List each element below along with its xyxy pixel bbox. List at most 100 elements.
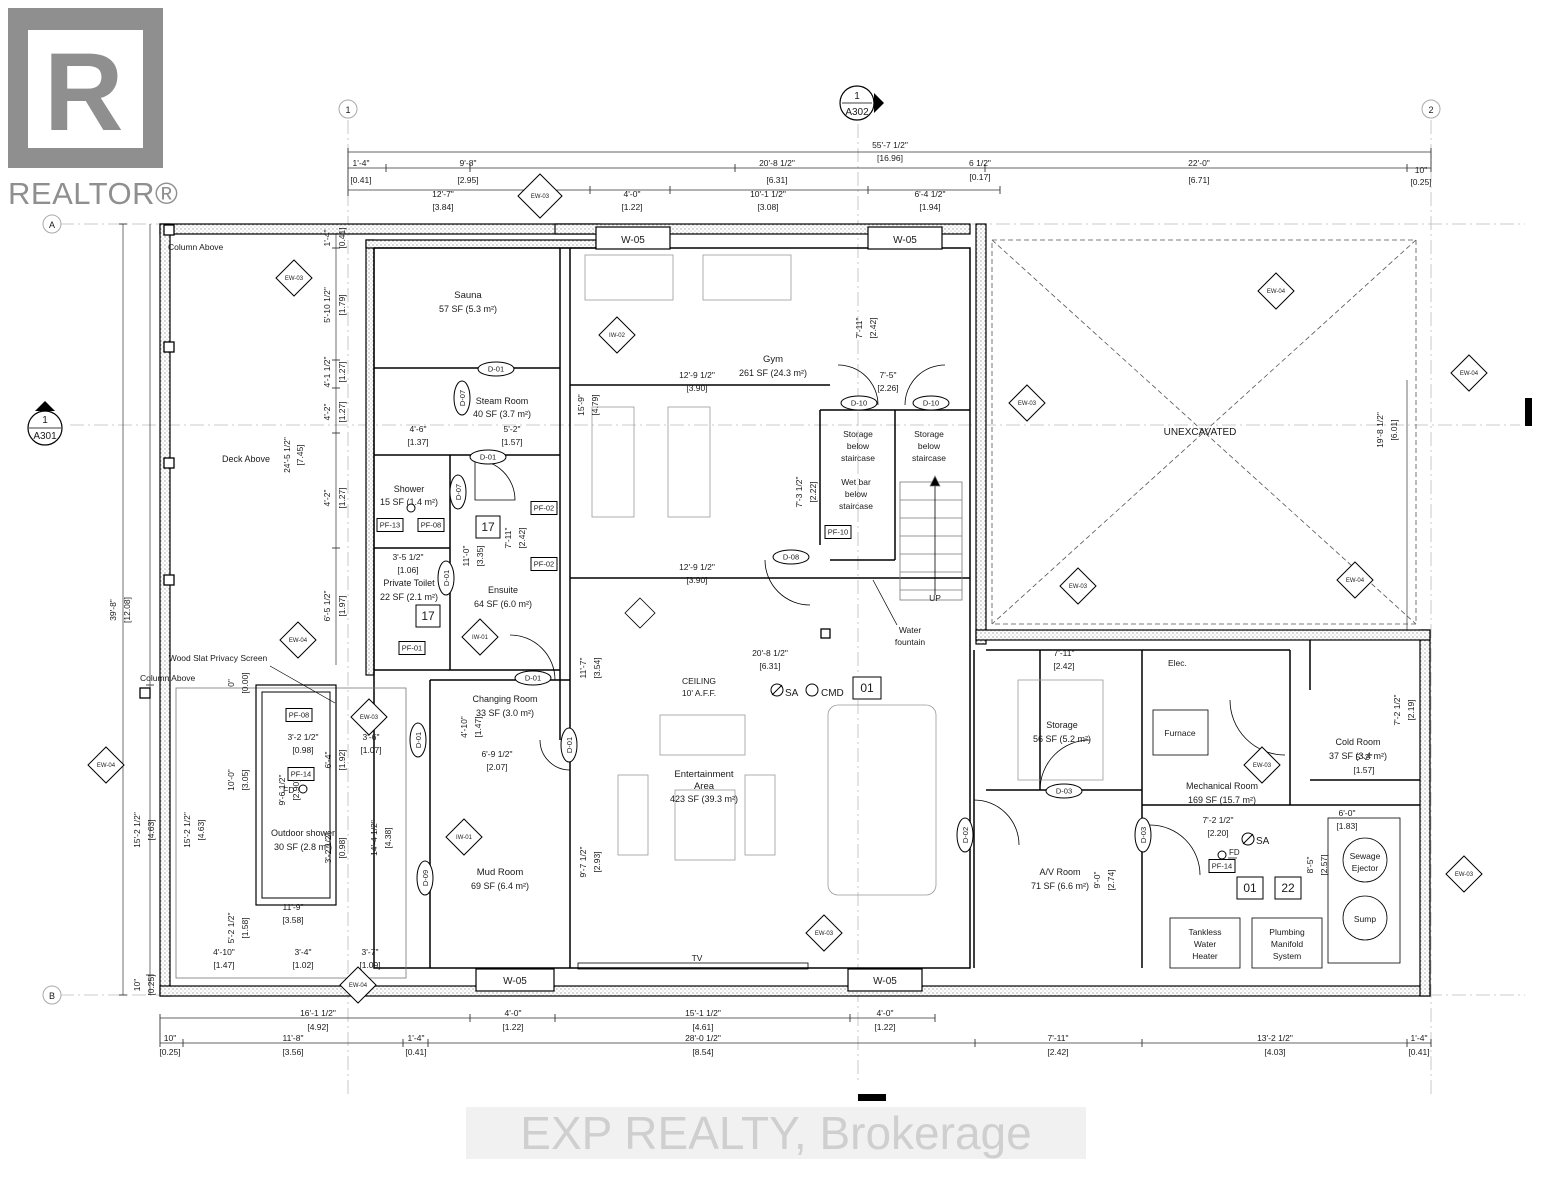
svg-text:[2.74]: [2.74] — [1106, 869, 1116, 890]
realtor-wordmark: REALTOR® — [8, 176, 179, 211]
tag-iw01a: IW-01 — [461, 618, 499, 656]
leader-lines — [269, 579, 1237, 859]
svg-text:12'-9 1/2": 12'-9 1/2" — [679, 370, 715, 380]
svg-text:TV: TV — [692, 953, 703, 963]
svg-text:0": 0" — [226, 679, 236, 687]
svg-text:64 SF (6.0 m²): 64 SF (6.0 m²) — [474, 599, 532, 609]
tag-pf13: PF-13 — [376, 518, 404, 532]
svg-text:System: System — [1273, 951, 1301, 961]
tag-n01b: 01 — [1236, 876, 1264, 900]
svg-text:[2.42]: [2.42] — [868, 317, 878, 338]
svg-text:A/V Room: A/V Room — [1039, 867, 1080, 877]
svg-text:SA: SA — [1256, 836, 1270, 847]
svg-text:1: 1 — [42, 415, 48, 426]
svg-text:[4.79]: [4.79] — [590, 394, 600, 415]
svg-text:Elec.: Elec. — [1168, 658, 1187, 668]
svg-text:Changing Room: Changing Room — [472, 694, 537, 704]
svg-text:1: 1 — [345, 105, 350, 115]
svg-text:Storage: Storage — [843, 429, 873, 439]
svg-text:Steam Room: Steam Room — [476, 396, 529, 406]
tag-ew04c: EW-04 — [1336, 561, 1374, 599]
furniture — [577, 254, 1401, 970]
svg-text:Wet bar: Wet bar — [841, 477, 871, 487]
tag-ew04e: EW-04 — [87, 746, 125, 784]
deck-area — [175, 684, 407, 979]
svg-text:IW-01: IW-01 — [472, 635, 489, 641]
svg-text:[1.22]: [1.22] — [502, 1022, 523, 1032]
svg-text:19'-8 1/2": 19'-8 1/2" — [1375, 412, 1385, 448]
svg-text:D-01: D-01 — [525, 674, 541, 683]
svg-text:7'-11": 7'-11" — [1047, 1033, 1068, 1043]
scale-mark — [858, 1094, 886, 1101]
svg-text:PF-14: PF-14 — [291, 770, 311, 779]
svg-text:[3.35]: [3.35] — [475, 545, 485, 566]
svg-text:Water: Water — [899, 625, 922, 635]
svg-text:37 SF (3.4 m²): 37 SF (3.4 m²) — [1329, 751, 1387, 761]
svg-text:14'-4 1/2": 14'-4 1/2" — [369, 820, 379, 856]
dimension-lines — [122, 151, 1431, 1044]
svg-text:D-01: D-01 — [442, 570, 451, 586]
svg-text:4'-2": 4'-2" — [322, 404, 332, 421]
svg-text:[2.57]: [2.57] — [1319, 854, 1329, 875]
svg-text:[2.20]: [2.20] — [1207, 828, 1228, 838]
svg-text:Column Above: Column Above — [140, 673, 196, 683]
svg-text:40 SF (3.7 m²): 40 SF (3.7 m²) — [473, 409, 531, 419]
svg-text:10": 10" — [1415, 165, 1427, 175]
svg-text:24'-5 1/2": 24'-5 1/2" — [282, 437, 292, 473]
svg-text:[1.57]: [1.57] — [501, 437, 522, 447]
svg-text:7'-5": 7'-5" — [880, 370, 897, 380]
svg-text:EW-03: EW-03 — [531, 194, 550, 200]
tag-pf02b: PF-02 — [530, 557, 558, 571]
svg-text:B: B — [49, 991, 55, 1001]
svg-text:3'-2 1/2": 3'-2 1/2" — [323, 832, 333, 863]
svg-text:below: below — [845, 489, 868, 499]
svg-text:6'-9 1/2": 6'-9 1/2" — [481, 749, 512, 759]
svg-text:[3.90]: [3.90] — [686, 575, 707, 585]
svg-text:[1.02]: [1.02] — [292, 960, 313, 970]
svg-text:[1.47]: [1.47] — [213, 960, 234, 970]
svg-text:PF-14: PF-14 — [1212, 862, 1232, 871]
svg-text:fountain: fountain — [895, 637, 926, 647]
svg-text:5'-2 1/2": 5'-2 1/2" — [226, 912, 236, 943]
svg-text:56 SF (5.2 m²): 56 SF (5.2 m²) — [1033, 734, 1091, 744]
svg-text:staircase: staircase — [912, 453, 946, 463]
svg-text:10' A.F.F.: 10' A.F.F. — [682, 688, 716, 698]
svg-text:[1.83]: [1.83] — [1336, 821, 1357, 831]
svg-text:11'-8": 11'-8" — [282, 1033, 303, 1043]
svg-text:Mechanical Room: Mechanical Room — [1186, 781, 1258, 791]
svg-text:A302: A302 — [845, 107, 869, 118]
svg-text:6'-5 1/2": 6'-5 1/2" — [322, 590, 332, 621]
grid-bubble-a: A — [42, 214, 62, 234]
svg-text:[1.47]: [1.47] — [473, 716, 483, 737]
tag-n01a: 01 — [852, 676, 882, 700]
interior-walls — [373, 247, 1420, 969]
svg-text:22: 22 — [1281, 881, 1295, 895]
tag-ew03c: EW-03 — [1008, 384, 1046, 422]
tag-d01a: D-01 — [477, 361, 515, 377]
tag-d08: D-08 — [772, 549, 810, 565]
svg-text:55'-7 1/2": 55'-7 1/2" — [872, 140, 908, 150]
vertical-dimension-text: 39'-8"[12.08] 24'-5 1/2"[7.45] 1'-4"[0.4… — [108, 227, 1416, 995]
svg-text:10": 10" — [164, 1033, 176, 1043]
svg-text:EW-04: EW-04 — [1346, 578, 1365, 584]
svg-text:[3.08]: [3.08] — [757, 202, 778, 212]
tag-d02: D-02 — [956, 817, 974, 853]
tag-ew03g: EW-03 — [350, 698, 388, 736]
svg-text:Ensuite: Ensuite — [488, 585, 518, 595]
svg-text:[4.92]: [4.92] — [307, 1022, 328, 1032]
svg-text:W-05: W-05 — [503, 976, 527, 987]
room-mechanical: Mechanical Room 169 SF (15.7 m²) — [1186, 781, 1258, 805]
svg-text:3'-6": 3'-6" — [363, 732, 380, 742]
svg-text:15'-2 1/2": 15'-2 1/2" — [132, 812, 142, 848]
svg-text:71 SF (6.6 m²): 71 SF (6.6 m²) — [1031, 881, 1089, 891]
svg-text:[0.41]: [0.41] — [1408, 1047, 1429, 1057]
door-swings — [474, 364, 1286, 876]
svg-text:169 SF (15.7 m²): 169 SF (15.7 m²) — [1188, 795, 1256, 805]
svg-text:[2.19]: [2.19] — [1406, 699, 1416, 720]
svg-text:[3.84]: [3.84] — [432, 202, 453, 212]
svg-text:4'-2": 4'-2" — [322, 490, 332, 507]
section-marker-left: 1 A301 — [27, 401, 63, 446]
